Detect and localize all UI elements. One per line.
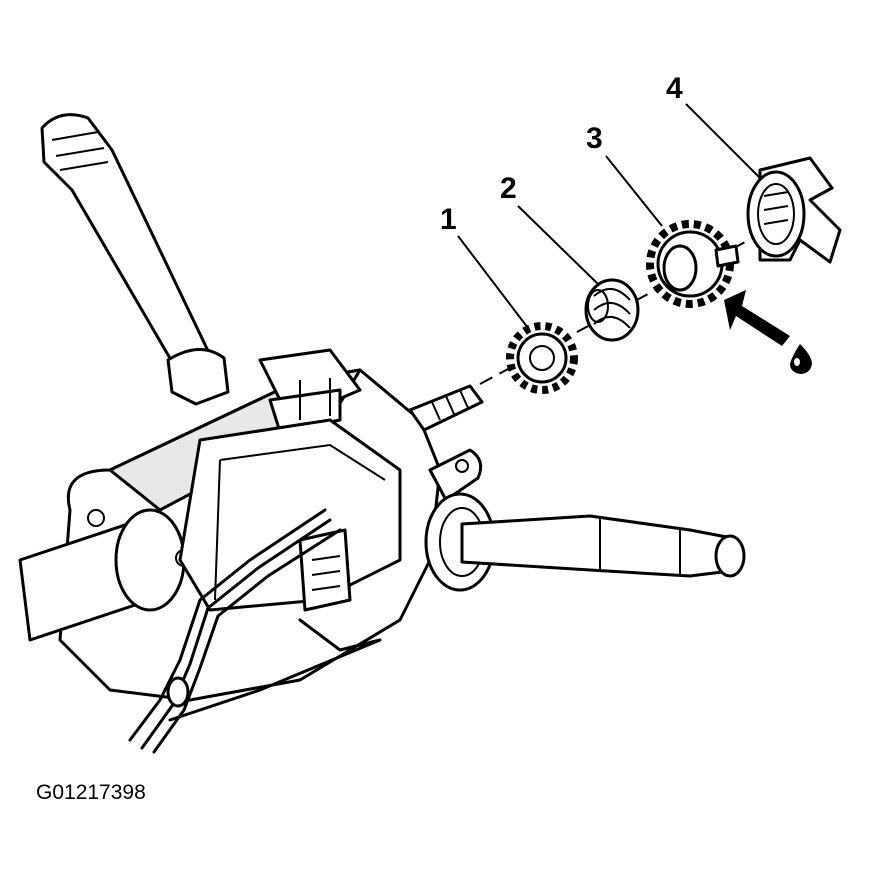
part-3-gear <box>646 220 740 308</box>
part-2-spring <box>584 278 640 342</box>
column-housing <box>18 348 483 702</box>
wiring-harness <box>128 508 382 754</box>
figure-id: G01217398 <box>36 781 146 804</box>
steering-shaft <box>408 384 484 432</box>
callout-3: 3 <box>586 122 603 155</box>
lower-stalk <box>424 492 746 592</box>
callout-2: 2 <box>500 172 517 205</box>
leader-lines <box>457 103 761 329</box>
upper-stalk <box>40 113 230 406</box>
part-4-bushing <box>746 156 842 264</box>
callout-1: 1 <box>440 203 457 236</box>
grease-drop-icon <box>790 344 812 374</box>
part-1-toothed-ring <box>506 322 578 394</box>
arrow-icon <box>724 290 790 346</box>
callout-4: 4 <box>666 72 683 105</box>
